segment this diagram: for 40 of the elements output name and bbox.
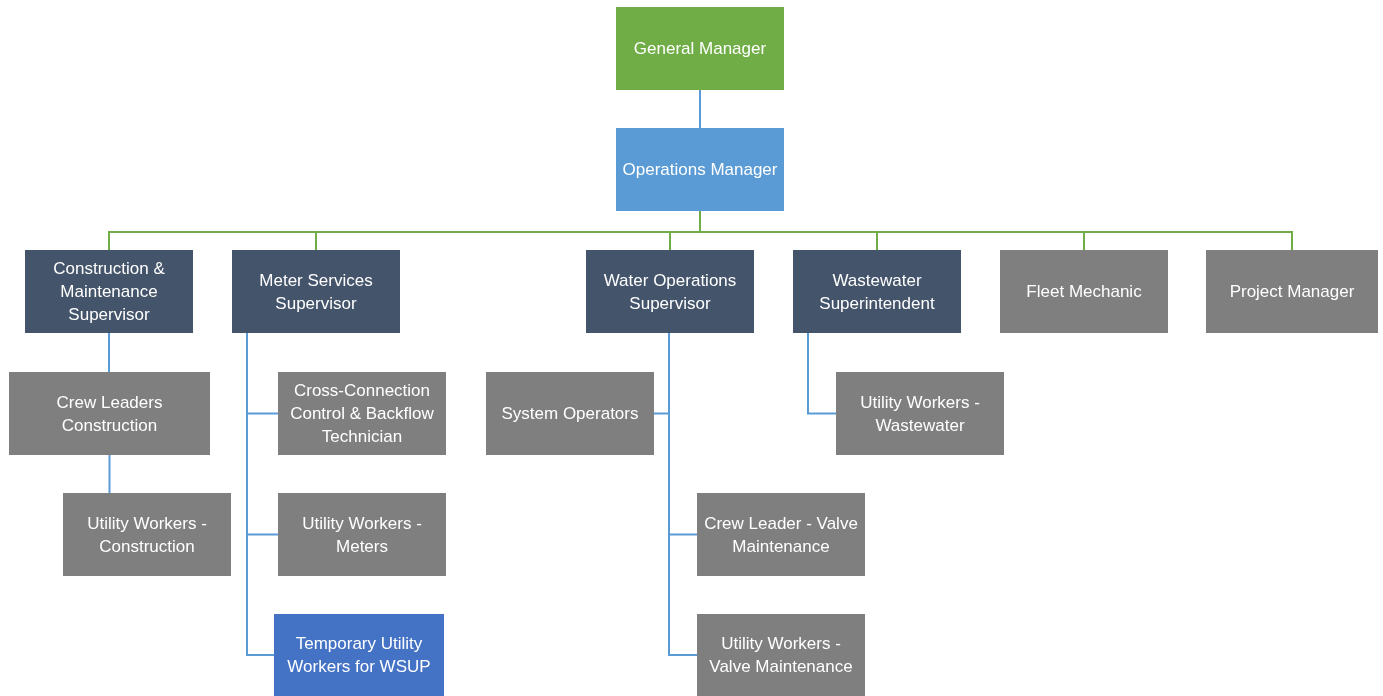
org-box — [25, 250, 193, 333]
role-title: Construction & Maintenance Supervisor — [52, 258, 166, 326]
org-box — [697, 614, 865, 696]
role-title: Cross-Connection Control & Backflow Technician — [289, 380, 435, 448]
org-box — [9, 372, 210, 455]
org-box — [697, 493, 865, 576]
org-box — [616, 7, 784, 90]
role-title: Utility Workers - Wastewater — [859, 391, 981, 437]
org-box — [586, 250, 754, 333]
role-title: Fleet Mechanic — [1026, 281, 1142, 303]
connector-line — [668, 332, 698, 656]
org-box — [1206, 250, 1378, 333]
connector-line — [108, 332, 110, 373]
connector-line — [699, 89, 701, 129]
role-title: Utility Workers - Construction — [86, 512, 208, 558]
connector-line — [807, 332, 837, 415]
org-box — [278, 493, 446, 576]
role-title: Crew Leader - Valve Maintenance — [703, 512, 859, 558]
role-title: Temporary Utility Workers for WSUP — [286, 633, 432, 678]
role-title: Utility Workers - Meters — [301, 512, 423, 558]
org-box — [793, 250, 961, 333]
org-box — [274, 614, 444, 696]
role-title: Operations Manager — [622, 159, 778, 181]
org-box — [616, 128, 784, 211]
org-box — [486, 372, 654, 455]
role-title: Water Operations Supervisor — [602, 269, 738, 315]
org-box — [1000, 250, 1168, 333]
org-box — [278, 372, 446, 455]
role-title: Meter Services Supervisor — [258, 269, 374, 315]
role-title: Wastewater Superintendent — [818, 269, 936, 315]
org-box — [836, 372, 1004, 455]
role-title: General Manager — [633, 38, 767, 60]
connector-line — [108, 454, 111, 494]
connector-line — [246, 332, 275, 656]
role-title: Utility Workers - Valve Maintenance — [708, 633, 854, 678]
org-box — [232, 250, 400, 333]
role-title: Project Manager — [1229, 281, 1355, 303]
role-title: System Operators — [501, 403, 639, 425]
org-box — [63, 493, 231, 576]
role-title: Crew Leaders Construction — [55, 391, 164, 437]
